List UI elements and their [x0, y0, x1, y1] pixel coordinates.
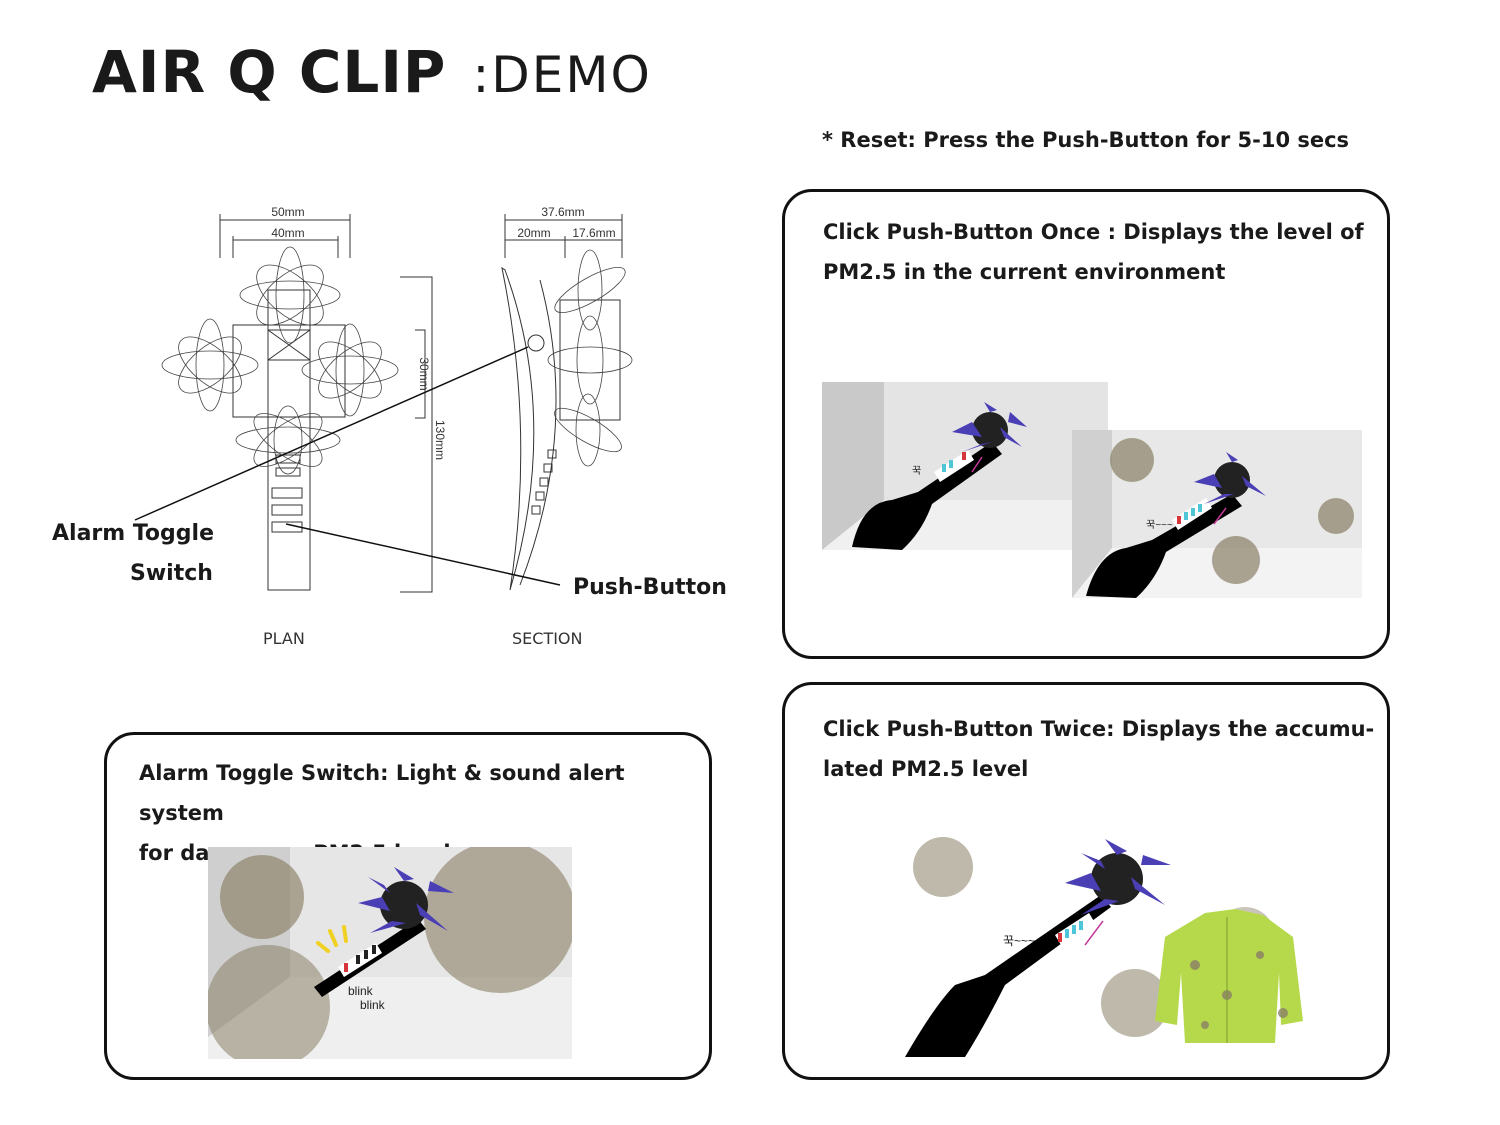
- dim-section-right: 17.6mm: [572, 226, 615, 240]
- panel-alarm-line1: Alarm Toggle Switch: Light & sound alert…: [139, 761, 625, 825]
- sound-b: 꾹~~~: [1146, 519, 1173, 531]
- panel-click-twice-line2: lated PM2.5 level: [823, 757, 1029, 781]
- panel-click-once-line2: PM2.5 in the current environment: [823, 260, 1226, 284]
- dim-section-total: 37.6mm: [541, 205, 584, 219]
- panel-click-twice-text: Click Push-Button Twice: Displays the ac…: [823, 709, 1374, 789]
- section-label: SECTION: [512, 629, 583, 648]
- dim-height-small: 30mm: [417, 357, 431, 390]
- panel-click-once-line1: Click Push-Button Once : Displays the le…: [823, 220, 1364, 244]
- page-title: AIR Q CLIP :DEMO: [92, 38, 652, 106]
- technical-drawing: 50mm 40mm 37.6mm 20mm 17.6mm 30mm 130mm: [134, 205, 633, 593]
- sound-twice: 꾹~~~: [1003, 934, 1035, 948]
- alarm-toggle-label-line1: Alarm Toggle: [52, 521, 215, 546]
- panel-click-twice-line1: Click Push-Button Twice: Displays the ac…: [823, 717, 1375, 741]
- blink-text-1: blink: [348, 984, 374, 998]
- plan-label: PLAN: [263, 629, 305, 648]
- click-once-illustration: 꾹 꾹~~~: [822, 382, 1362, 598]
- push-button-label: Push-Button: [573, 575, 727, 600]
- panel-click-once-text: Click Push-Button Once : Displays the le…: [823, 212, 1364, 292]
- alarm-illustration: blink blink: [208, 847, 572, 1059]
- panel-click-once: Click Push-Button Once : Displays the le…: [782, 189, 1390, 659]
- title-main: AIR Q CLIP: [92, 38, 447, 106]
- title-suffix: :DEMO: [472, 46, 652, 104]
- panel-click-twice: Click Push-Button Twice: Displays the ac…: [782, 682, 1390, 1080]
- alarm-toggle-label-line2: Switch: [130, 561, 213, 586]
- dim-plan-inner: 40mm: [271, 226, 304, 240]
- blink-text-2: blink: [360, 998, 386, 1012]
- reset-note: * Reset: Press the Push-Button for 5-10 …: [822, 128, 1350, 152]
- dim-section-left: 20mm: [517, 226, 550, 240]
- sound-a: 꾹: [912, 465, 921, 477]
- panel-alarm-toggle: Alarm Toggle Switch: Light & sound alert…: [104, 732, 712, 1080]
- click-twice-illustration: 꾹~~~: [905, 837, 1303, 1057]
- dim-height-total: 130mm: [433, 420, 447, 460]
- dim-plan-outer: 50mm: [271, 205, 304, 219]
